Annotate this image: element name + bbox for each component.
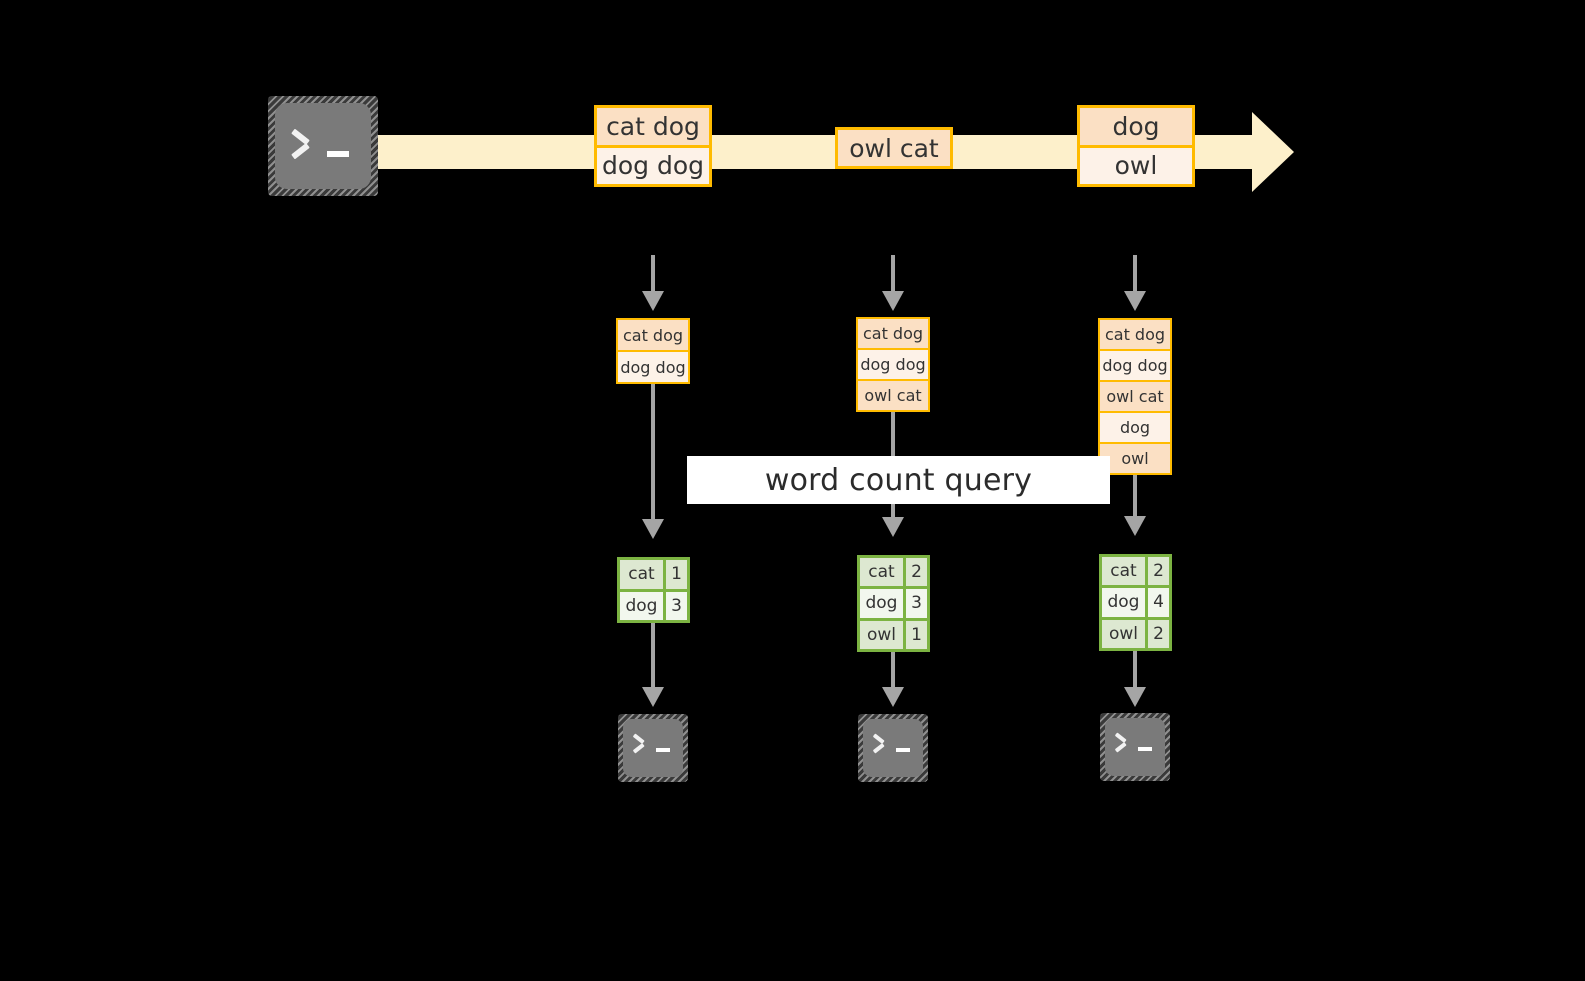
prompt-chevron-icon: [1114, 730, 1133, 753]
terminal-screen: [275, 103, 371, 189]
prompt-underscore-icon: [896, 748, 910, 752]
buffer-row: dog dog: [1100, 349, 1170, 380]
table-row: owl 1: [860, 617, 927, 649]
sink-terminal-icon-col3[interactable]: [1100, 713, 1170, 781]
sink-connector-arrow-col2: [882, 687, 904, 707]
table-cell-count: 3: [662, 591, 687, 620]
dashed-down-arrow-shaft: [891, 255, 895, 293]
buffer-row: cat dog: [1100, 320, 1170, 349]
query-connector-arrow-col2: [882, 517, 904, 537]
table-row: owl 2: [1102, 616, 1169, 648]
table-cell-word: cat: [860, 558, 903, 587]
prompt-underscore-icon: [656, 748, 670, 752]
terminal-screen: [623, 719, 683, 777]
buffer-row: dog dog: [618, 350, 688, 382]
buffer-row: cat dog: [618, 320, 688, 350]
query-connector-col3: [1133, 475, 1137, 518]
stream-row: owl cat: [838, 130, 950, 166]
buffer-row: cat dog: [858, 319, 928, 348]
table-cell-word: cat: [620, 560, 663, 589]
dashed-down-arrow-shaft: [1133, 255, 1137, 293]
stream-row: dog dog: [597, 144, 709, 184]
query-connector-arrow-col1: [642, 519, 664, 539]
table-cell-word: owl: [1102, 619, 1145, 648]
dashed-down-arrow-icon: [882, 291, 904, 311]
source-terminal-icon[interactable]: [268, 96, 378, 196]
sink-connector-arrow-col3: [1124, 687, 1146, 707]
table-cell-word: owl: [860, 620, 903, 649]
table-row: cat 2: [1102, 557, 1169, 586]
table-cell-count: 1: [902, 620, 927, 649]
stream-group-3[interactable]: dog owl: [1077, 105, 1195, 187]
right-arrow-icon: [1252, 112, 1294, 192]
table-cell-count: 2: [902, 558, 927, 587]
prompt-chevron-icon: [872, 731, 891, 754]
buffer-row: owl cat: [1100, 380, 1170, 411]
sink-connector-col1: [651, 623, 655, 689]
sink-terminal-icon-col2[interactable]: [858, 714, 928, 782]
terminal-screen: [1105, 718, 1165, 776]
result-table-col2[interactable]: cat 2 dog 3 owl 1: [857, 555, 930, 652]
table-cell-word: dog: [620, 591, 663, 620]
buffer-stack-col1[interactable]: cat dog dog dog: [616, 318, 690, 384]
table-row: cat 2: [860, 558, 927, 587]
table-cell-word: cat: [1102, 557, 1145, 586]
buffer-stack-col2[interactable]: cat dog dog dog owl cat: [856, 317, 930, 412]
buffer-row: dog: [1100, 411, 1170, 442]
result-table-col1[interactable]: cat 1 dog 3: [617, 557, 690, 623]
stream-group-1[interactable]: cat dog dog dog: [594, 105, 712, 187]
buffer-stack-col3[interactable]: cat dog dog dog owl cat dog owl: [1098, 318, 1172, 475]
buffer-row: owl: [1100, 442, 1170, 473]
stream-group-2[interactable]: owl cat: [835, 127, 953, 169]
table-row: dog 3: [860, 586, 927, 618]
buffer-row: owl cat: [858, 379, 928, 410]
stream-row: owl: [1080, 144, 1192, 184]
query-label: word count query: [687, 456, 1110, 504]
prompt-underscore-icon: [1138, 747, 1152, 751]
query-label-text: word count query: [764, 462, 1033, 498]
sink-connector-arrow-col1: [642, 687, 664, 707]
table-row: dog 3: [620, 588, 687, 620]
stream-row: cat dog: [597, 108, 709, 145]
table-cell-count: 1: [662, 560, 687, 589]
table-cell-count: 3: [902, 589, 927, 618]
result-table-col3[interactable]: cat 2 dog 4 owl 2: [1099, 554, 1172, 651]
prompt-chevron-icon: [291, 125, 319, 160]
sink-connector-col2: [891, 652, 895, 689]
dashed-down-arrow-icon: [1124, 291, 1146, 311]
table-row: cat 1: [620, 560, 687, 589]
sink-connector-col3: [1133, 651, 1137, 689]
prompt-chevron-icon: [632, 731, 651, 754]
table-cell-word: dog: [1102, 588, 1145, 617]
table-row: dog 4: [1102, 585, 1169, 617]
terminal-screen: [863, 719, 923, 777]
query-connector-arrow-col3: [1124, 516, 1146, 536]
sink-terminal-icon-col1[interactable]: [618, 714, 688, 782]
table-cell-count: 2: [1144, 619, 1169, 648]
prompt-underscore-icon: [327, 151, 349, 157]
query-connector-col1: [651, 384, 655, 521]
table-cell-word: dog: [860, 589, 903, 618]
table-cell-count: 2: [1144, 557, 1169, 586]
table-cell-count: 4: [1144, 588, 1169, 617]
stream-row: dog: [1080, 108, 1192, 145]
buffer-row: dog dog: [858, 348, 928, 379]
dashed-down-arrow-shaft: [651, 255, 655, 293]
dashed-down-arrow-icon: [642, 291, 664, 311]
